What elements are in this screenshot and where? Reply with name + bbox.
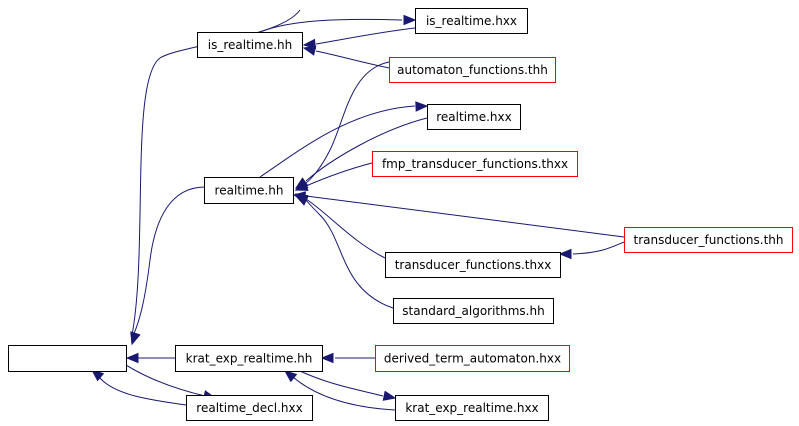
edge-line (259, 105, 416, 178)
edge-fmp_transducer_functions_thxx-to-realtime_hh (294, 162, 373, 191)
node-automaton-functions-thh[interactable]: automaton_functions.thh (389, 57, 556, 83)
edge-krat_exp_realtime_hh-to-krat_exp_realtime_hxx (299, 370, 397, 401)
edge-realtime_hh-to-realtime_hxx (259, 101, 429, 178)
node-box[interactable] (415, 8, 528, 34)
edge-line (305, 199, 394, 309)
node-label: fmp_transducer_functions.thxx (382, 157, 568, 171)
node-box[interactable] (8, 345, 127, 372)
node-transducer-functions-thxx[interactable]: transducer_functions.thxx (385, 252, 561, 278)
node-box[interactable] (395, 395, 549, 421)
edge-arrowhead (320, 352, 334, 364)
node-box[interactable] (175, 345, 323, 372)
edge-realtime_hh-to-realtime_decl_hh (130, 186, 206, 346)
node-box[interactable] (204, 177, 294, 204)
edge-line (305, 198, 386, 259)
edge-is_realtime_hh-to-is_realtime_hxx (259, 14, 417, 33)
edge-line (99, 377, 187, 406)
edge-line (292, 376, 396, 411)
edge-line (305, 117, 428, 182)
node-label: is_realtime.hxx (426, 14, 517, 28)
edge-line (305, 195, 625, 238)
node-realtime-decl-hh[interactable]: realtime_decl.hh (8, 345, 127, 372)
node-box[interactable] (197, 32, 303, 58)
edge-line (131, 9, 301, 336)
nodes-layer: realtime_decl.hh is_realtime.hh is_realtim… (8, 8, 793, 421)
node-box[interactable] (624, 227, 793, 253)
edge-line (125, 364, 206, 397)
edge-arrowhead (382, 390, 397, 401)
edge-arrowhead (294, 181, 309, 191)
node-label: krat_exp_realtime.hxx (405, 401, 538, 415)
edge-line (572, 241, 625, 255)
node-box[interactable] (372, 151, 578, 177)
node-standard-algorithms-hh[interactable]: standard_algorithms.hh (393, 298, 554, 324)
node-box[interactable] (375, 345, 570, 372)
node-krat-exp-realtime-hh[interactable]: krat_exp_realtime.hh (175, 345, 323, 372)
node-is-realtime-hh[interactable]: is_realtime.hh (197, 32, 303, 58)
edge-line (305, 162, 373, 187)
edge-arrowhead (130, 331, 141, 346)
edge-arrowhead (294, 195, 309, 206)
edge-krat_exp_realtime_hh-to-realtime_decl_hh (125, 352, 175, 364)
edge-arrowhead (415, 101, 429, 112)
node-label: realtime.hxx (436, 110, 511, 124)
node-box[interactable] (389, 57, 556, 83)
edge-line (299, 370, 384, 397)
node-label: automaton_functions.thh (397, 63, 548, 77)
edge-transducer_functions_thh-to-realtime_hh (292, 191, 625, 238)
edge-arrowhead (302, 45, 317, 56)
node-box[interactable] (427, 104, 521, 130)
node-transducer-functions-thh[interactable]: transducer_functions.thh (624, 227, 793, 253)
edge-automaton_functions_thh-to-is_realtime_hh (302, 45, 390, 69)
node-realtime-hxx[interactable]: realtime.hxx (427, 104, 521, 130)
edge-arrowhead (558, 248, 572, 260)
edge-arrowhead (125, 352, 139, 364)
node-realtime-hh[interactable]: realtime.hh (204, 177, 294, 204)
node-label: standard_algorithms.hh (402, 304, 544, 318)
edge-standard_algorithms_hh-to-realtime_hh (294, 195, 394, 309)
node-label: realtime.hh (215, 184, 284, 198)
edge-is_realtime_hxx-to-is_realtime_hh (302, 27, 416, 50)
node-label: krat_exp_realtime.hh (186, 352, 313, 366)
node-box[interactable] (393, 298, 554, 324)
edge-derived_term_automaton_hxx-to-krat_exp_realtime_hh (320, 352, 375, 364)
node-box[interactable] (385, 252, 561, 278)
edge-arrowhead (283, 370, 298, 383)
node-box[interactable] (186, 395, 313, 421)
node-krat-exp-realtime-hxx[interactable]: krat_exp_realtime.hxx (395, 395, 549, 421)
edges-layer (90, 9, 625, 411)
node-label: transducer_functions.thh (634, 233, 784, 247)
edge-line (132, 186, 206, 337)
node-realtime-decl-hxx[interactable]: realtime_decl.hxx (186, 395, 313, 421)
node-fmp-transducer-functions-thxx[interactable]: fmp_transducer_functions.thxx (372, 151, 578, 177)
edge-transducer_functions_thh-to-transducer_functions_thxx (558, 241, 625, 260)
edge-arrowhead (403, 14, 417, 26)
node-label: derived_term_automaton.hxx (384, 352, 561, 366)
edge-realtime_decl_hxx-to-realtime_decl_hh (90, 369, 187, 406)
node-label: is_realtime.hh (208, 38, 292, 52)
node-derived-term-automaton-hxx[interactable]: derived_term_automaton.hxx (375, 345, 570, 372)
edge-line (305, 61, 390, 184)
edge-line (259, 18, 403, 33)
edge-line (315, 27, 416, 45)
node-label: realtime_decl.hh (18, 352, 118, 366)
node-label: realtime_decl.hxx (196, 401, 302, 415)
edge-krat_exp_realtime_hxx-to-krat_exp_realtime_hh (283, 370, 396, 411)
node-is-realtime-hxx[interactable]: is_realtime.hxx (415, 8, 528, 34)
edge-line (315, 50, 390, 69)
node-label: transducer_functions.thxx (395, 258, 552, 272)
